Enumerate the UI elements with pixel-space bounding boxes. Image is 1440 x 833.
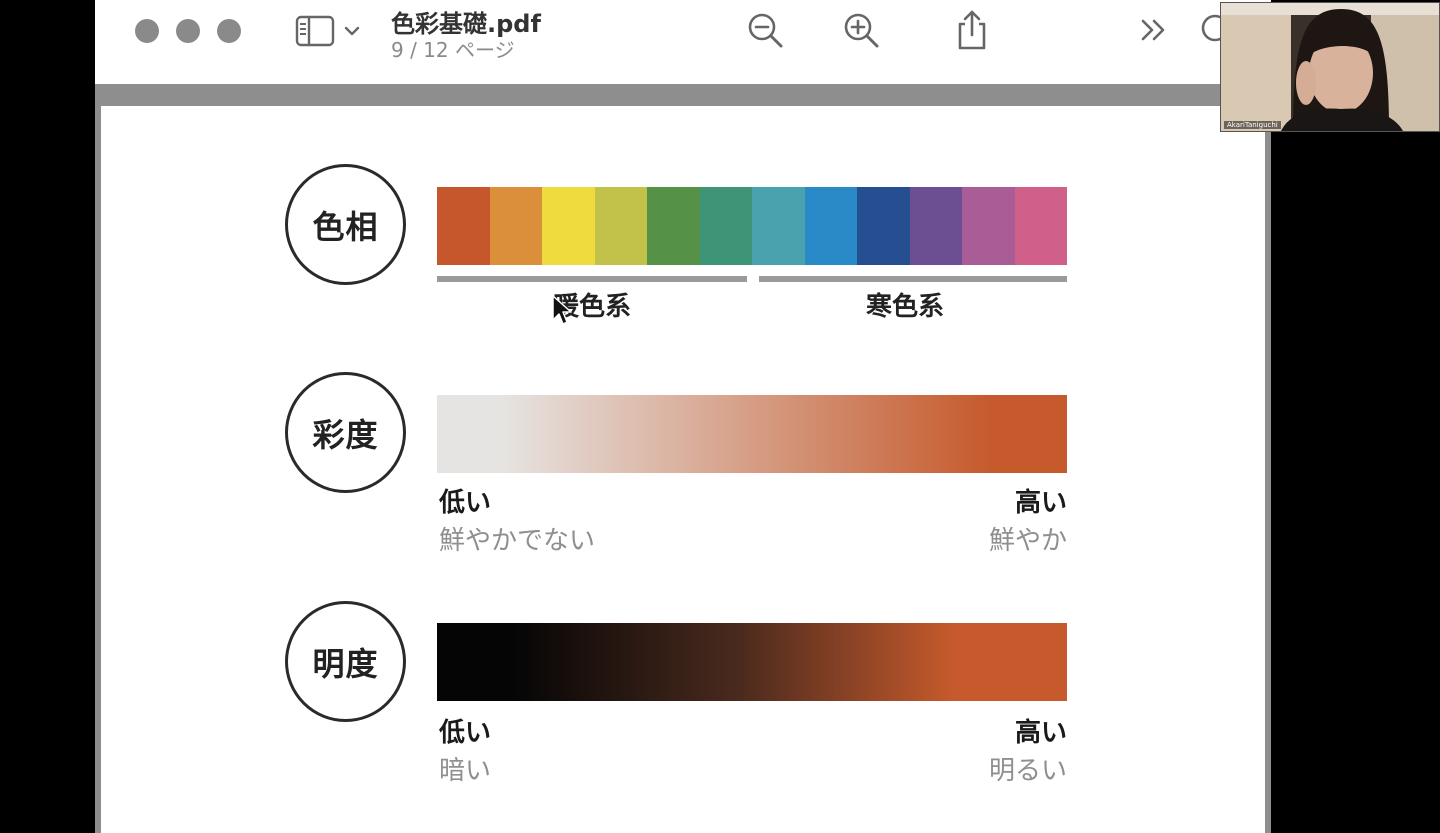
saturation-low-description: 鮮やかでない xyxy=(439,526,596,556)
hue-swatch xyxy=(489,187,542,265)
saturation-circle: 彩度 xyxy=(285,372,406,493)
mouse-pointer-icon xyxy=(552,295,572,325)
more-icon xyxy=(1141,19,1165,41)
brightness-gradient-bar xyxy=(437,623,1067,701)
hue-swatch xyxy=(542,187,595,265)
warm-range-line xyxy=(437,276,747,282)
zoom-in-button[interactable] xyxy=(839,8,883,52)
toolbar: 色彩基礎.pdf 9 / 12 ページ xyxy=(95,0,1271,85)
saturation-label: 彩度 xyxy=(312,415,379,454)
brightness-label: 明度 xyxy=(312,644,379,683)
hue-swatch xyxy=(1014,187,1067,265)
saturation-gradient-bar xyxy=(437,395,1067,473)
zoom-out-button[interactable] xyxy=(743,8,787,52)
hue-swatch xyxy=(647,187,700,265)
pdf-viewer-window: 色彩基礎.pdf 9 / 12 ページ xyxy=(95,0,1271,833)
page-indicator: 9 / 12 ページ xyxy=(391,38,515,62)
zoom-out-icon xyxy=(748,13,783,48)
participant-name: AkariTaniguchi xyxy=(1224,121,1281,129)
hue-label: 色相 xyxy=(312,207,379,246)
hue-circle: 色相 xyxy=(285,164,406,285)
pdf-page: 色相 暖色系 寒色系 彩度 低い 鮮やかでない 高い 鮮やか 明度 低い 暗い … xyxy=(101,106,1265,833)
webcam-person-image xyxy=(1221,3,1439,131)
hue-swatch xyxy=(437,187,490,265)
cool-colors-label: 寒色系 xyxy=(866,292,945,322)
hue-swatch xyxy=(804,187,857,265)
webcam-video-tile[interactable]: AkariTaniguchi xyxy=(1220,2,1440,132)
hue-swatch xyxy=(962,187,1015,265)
saturation-low-label: 低い xyxy=(439,488,492,518)
zoom-window-button[interactable] xyxy=(217,19,241,43)
brightness-circle: 明度 xyxy=(285,601,406,722)
zoom-in-icon xyxy=(844,13,879,48)
brightness-high-label: 高い xyxy=(1014,718,1067,748)
brightness-high-description: 明るい xyxy=(988,756,1067,786)
hue-swatch xyxy=(594,187,647,265)
brightness-low-description: 暗い xyxy=(439,756,492,786)
hue-swatch xyxy=(699,187,752,265)
close-window-button[interactable] xyxy=(135,19,159,43)
hue-swatch xyxy=(752,187,805,265)
page-gutter xyxy=(95,84,1271,106)
document-title: 色彩基礎.pdf xyxy=(391,10,541,38)
more-tools-button[interactable] xyxy=(1133,8,1177,52)
share-icon xyxy=(958,10,986,50)
sidebar-toggle-icon xyxy=(295,15,360,47)
brightness-low-label: 低い xyxy=(439,718,492,748)
sidebar-toggle-button[interactable] xyxy=(295,14,367,48)
minimize-window-button[interactable] xyxy=(176,19,200,43)
saturation-high-description: 鮮やか xyxy=(988,526,1067,556)
saturation-high-label: 高い xyxy=(1014,488,1067,518)
share-button[interactable] xyxy=(950,8,994,52)
hue-spectrum-bar xyxy=(437,187,1067,265)
hue-swatch xyxy=(909,187,962,265)
hue-swatch xyxy=(857,187,910,265)
cool-range-line xyxy=(759,276,1067,282)
